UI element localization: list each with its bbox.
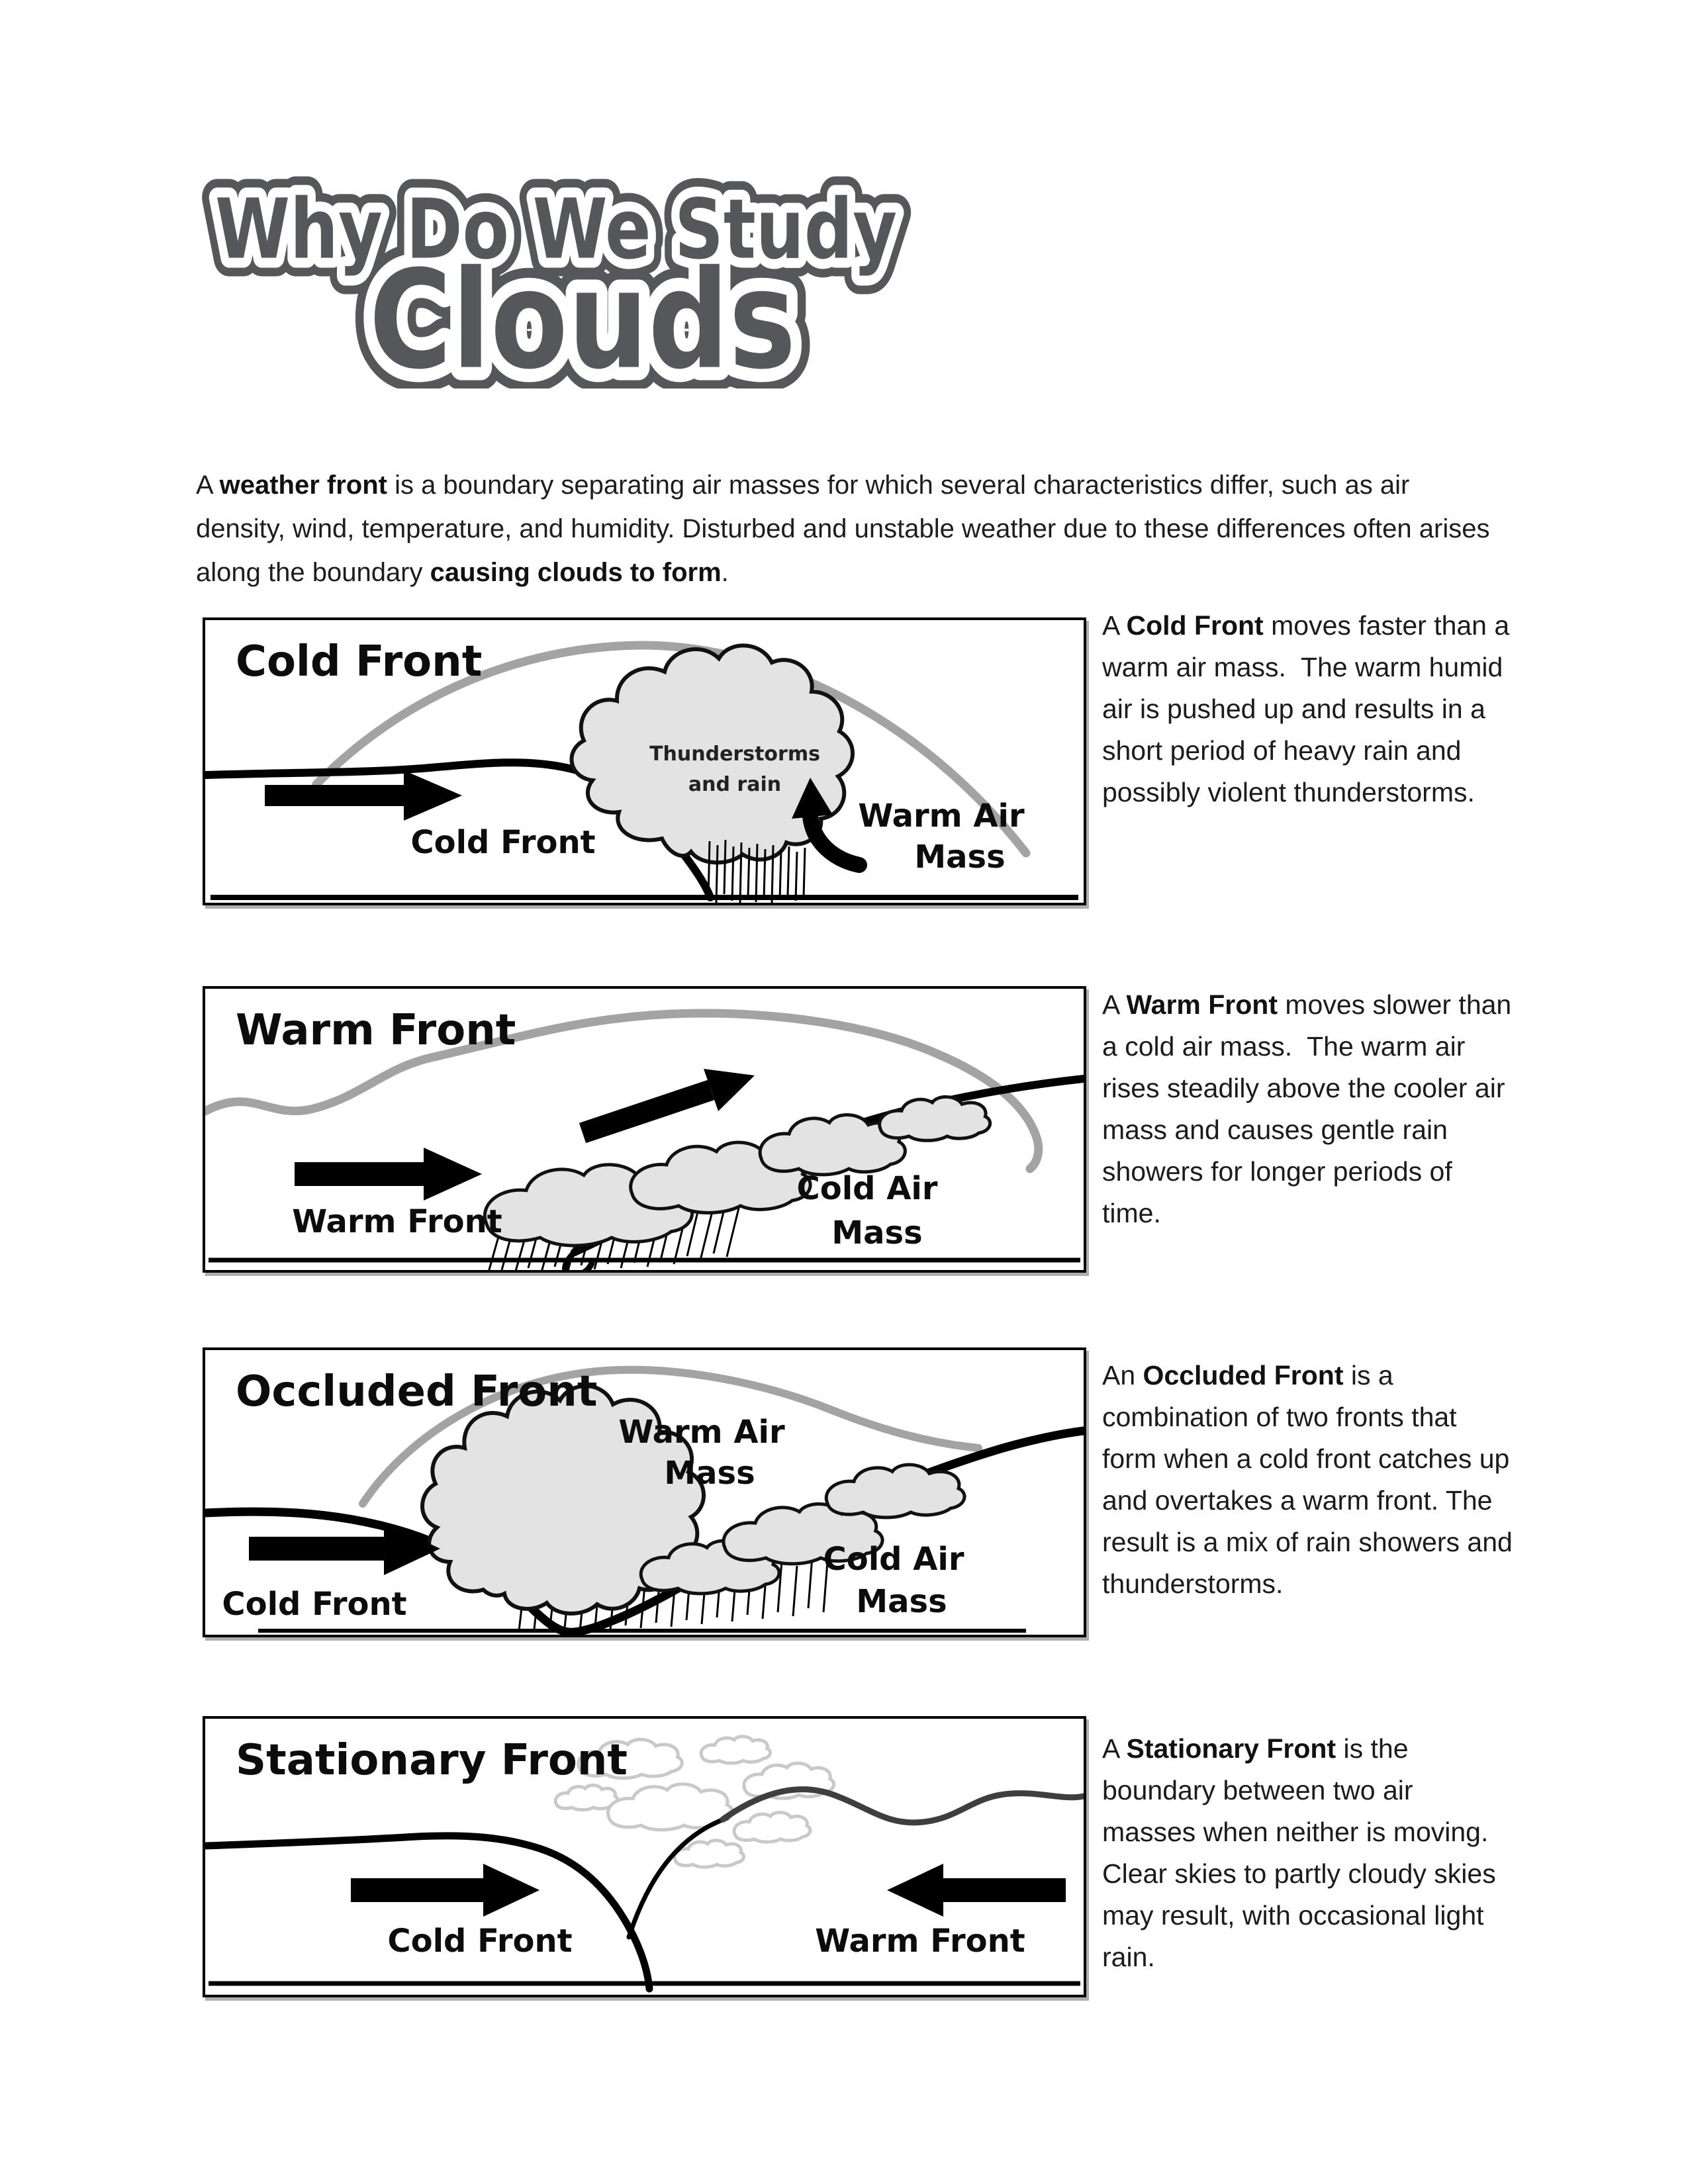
tropopause-gray-curve xyxy=(359,1365,982,1508)
cumulus-cloud xyxy=(420,1384,706,1615)
cloud-label-line1: Thunderstorms xyxy=(649,743,820,766)
stratus-cloud xyxy=(880,1097,990,1140)
diagram-title: Cold Front xyxy=(236,637,482,686)
diagram-title: Warm Front xyxy=(236,1006,516,1055)
title-line2-halo: Clouds xyxy=(369,242,796,389)
caption-text: is a combination of two fronts that form… xyxy=(1102,1360,1521,1599)
title-logo: Why Do We Study Clouds Why Do We Study C… xyxy=(197,163,915,389)
caption-text: moves faster than a warm air mass. The w… xyxy=(1102,610,1517,807)
caption-text: is the boundary between two air masses w… xyxy=(1102,1733,1504,1972)
warm-front-label: Warm Front xyxy=(815,1923,1025,1960)
cold-air-arrow xyxy=(351,1864,539,1917)
caption-text: An xyxy=(1102,1360,1143,1390)
cold-front-label: Cold Front xyxy=(222,1586,406,1623)
stationary-front-caption: A Stationary Front is the boundary betwe… xyxy=(1102,1728,1513,1978)
occluded-front-caption: An Occluded Front is a combination of tw… xyxy=(1102,1355,1513,1605)
warm-front-wavy-line xyxy=(720,1786,1084,1826)
faint-cloud xyxy=(733,1811,812,1843)
cold-front-diagram: Cold Front Thunderstorms and rain Cold F… xyxy=(203,617,1086,905)
title-line2-blob: Clouds xyxy=(369,242,796,389)
warm-front-caption: A Warm Front moves slower than a cold ai… xyxy=(1102,984,1513,1234)
diagram-title: Stationary Front xyxy=(236,1736,628,1785)
intro-text: . xyxy=(721,558,729,587)
cold-air-arrow xyxy=(249,1522,440,1575)
warm-front-diagram: Warm Front Warm Front Cold Air Mass xyxy=(203,986,1086,1273)
cold-air-mass-label-line1: Cold Air xyxy=(797,1170,938,1207)
diagram-title: Occluded Front xyxy=(236,1367,597,1416)
stationary-boundary-line xyxy=(205,1832,653,1993)
tropopause-gray-curve xyxy=(205,1009,1043,1173)
warm-air-arrow xyxy=(887,1864,1066,1917)
caption-text: A xyxy=(1102,989,1127,1020)
caption-term: Occluded Front xyxy=(1143,1360,1344,1390)
tropopause-gray-curve xyxy=(312,641,1031,858)
warm-air-rising-arrow-shaft xyxy=(802,808,867,873)
intro-term-weather-front: weather front xyxy=(219,471,387,500)
title-line1-halo: Why Do We Study xyxy=(215,182,897,278)
cold-air-arrow xyxy=(265,770,462,821)
thunderstorm-cloud xyxy=(569,643,855,865)
warm-air-mass-label-line2: Mass xyxy=(664,1455,755,1492)
title-line1-blob: Why Do We Study xyxy=(215,182,897,278)
caption-term: Stationary Front xyxy=(1126,1733,1336,1764)
caption-term: Warm Front xyxy=(1126,989,1278,1020)
caption-text: moves slower than a cold air mass. The w… xyxy=(1102,989,1519,1228)
boundary-riser-line xyxy=(626,1815,729,1940)
cold-air-mass-label-line2: Mass xyxy=(856,1583,947,1620)
cold-front-caption: A Cold Front moves faster than a warm ai… xyxy=(1102,605,1513,813)
intro-text: A xyxy=(196,471,220,500)
rising-air-arrow-head xyxy=(704,1069,755,1111)
page-title-line1: Why Do We Study xyxy=(215,182,897,278)
stationary-front-diagram: Stationary Front Cold Front Warm Front xyxy=(203,1716,1086,1997)
caption-term: Cold Front xyxy=(1126,610,1264,641)
occluded-front-diagram: Occluded Front Cold Front Warm Air Mass … xyxy=(203,1347,1086,1637)
intro-text: is a boundary separating air masses for … xyxy=(196,471,1497,587)
stratus-cloud xyxy=(826,1465,964,1518)
page-title-line2: Clouds xyxy=(369,242,796,389)
caption-text: A xyxy=(1102,1733,1127,1764)
faint-cloud xyxy=(700,1735,771,1764)
intro-paragraph: A weather front is a boundary separating… xyxy=(196,463,1503,594)
rising-air-arrow-shaft xyxy=(579,1079,715,1144)
cold-air-mass-label-line2: Mass xyxy=(831,1214,922,1251)
cold-front-label: Cold Front xyxy=(410,824,595,861)
warm-front-label: Warm Front xyxy=(292,1203,502,1240)
warm-air-mass-label-line1: Warm Air xyxy=(858,797,1025,835)
rain-streaks xyxy=(707,839,806,903)
cold-air-mass-label-line1: Cold Air xyxy=(823,1541,964,1578)
intro-term-causing-clouds: causing clouds to form xyxy=(430,558,722,587)
cloud-label-line2: and rain xyxy=(688,773,781,796)
warm-air-mass-label-line2: Mass xyxy=(914,839,1005,876)
warm-air-arrow xyxy=(295,1148,482,1201)
cold-front-label: Cold Front xyxy=(387,1923,572,1960)
caption-text: A xyxy=(1102,610,1127,641)
warm-air-rising-arrow-head xyxy=(792,778,833,819)
warm-air-mass-label-line1: Warm Air xyxy=(618,1414,785,1451)
